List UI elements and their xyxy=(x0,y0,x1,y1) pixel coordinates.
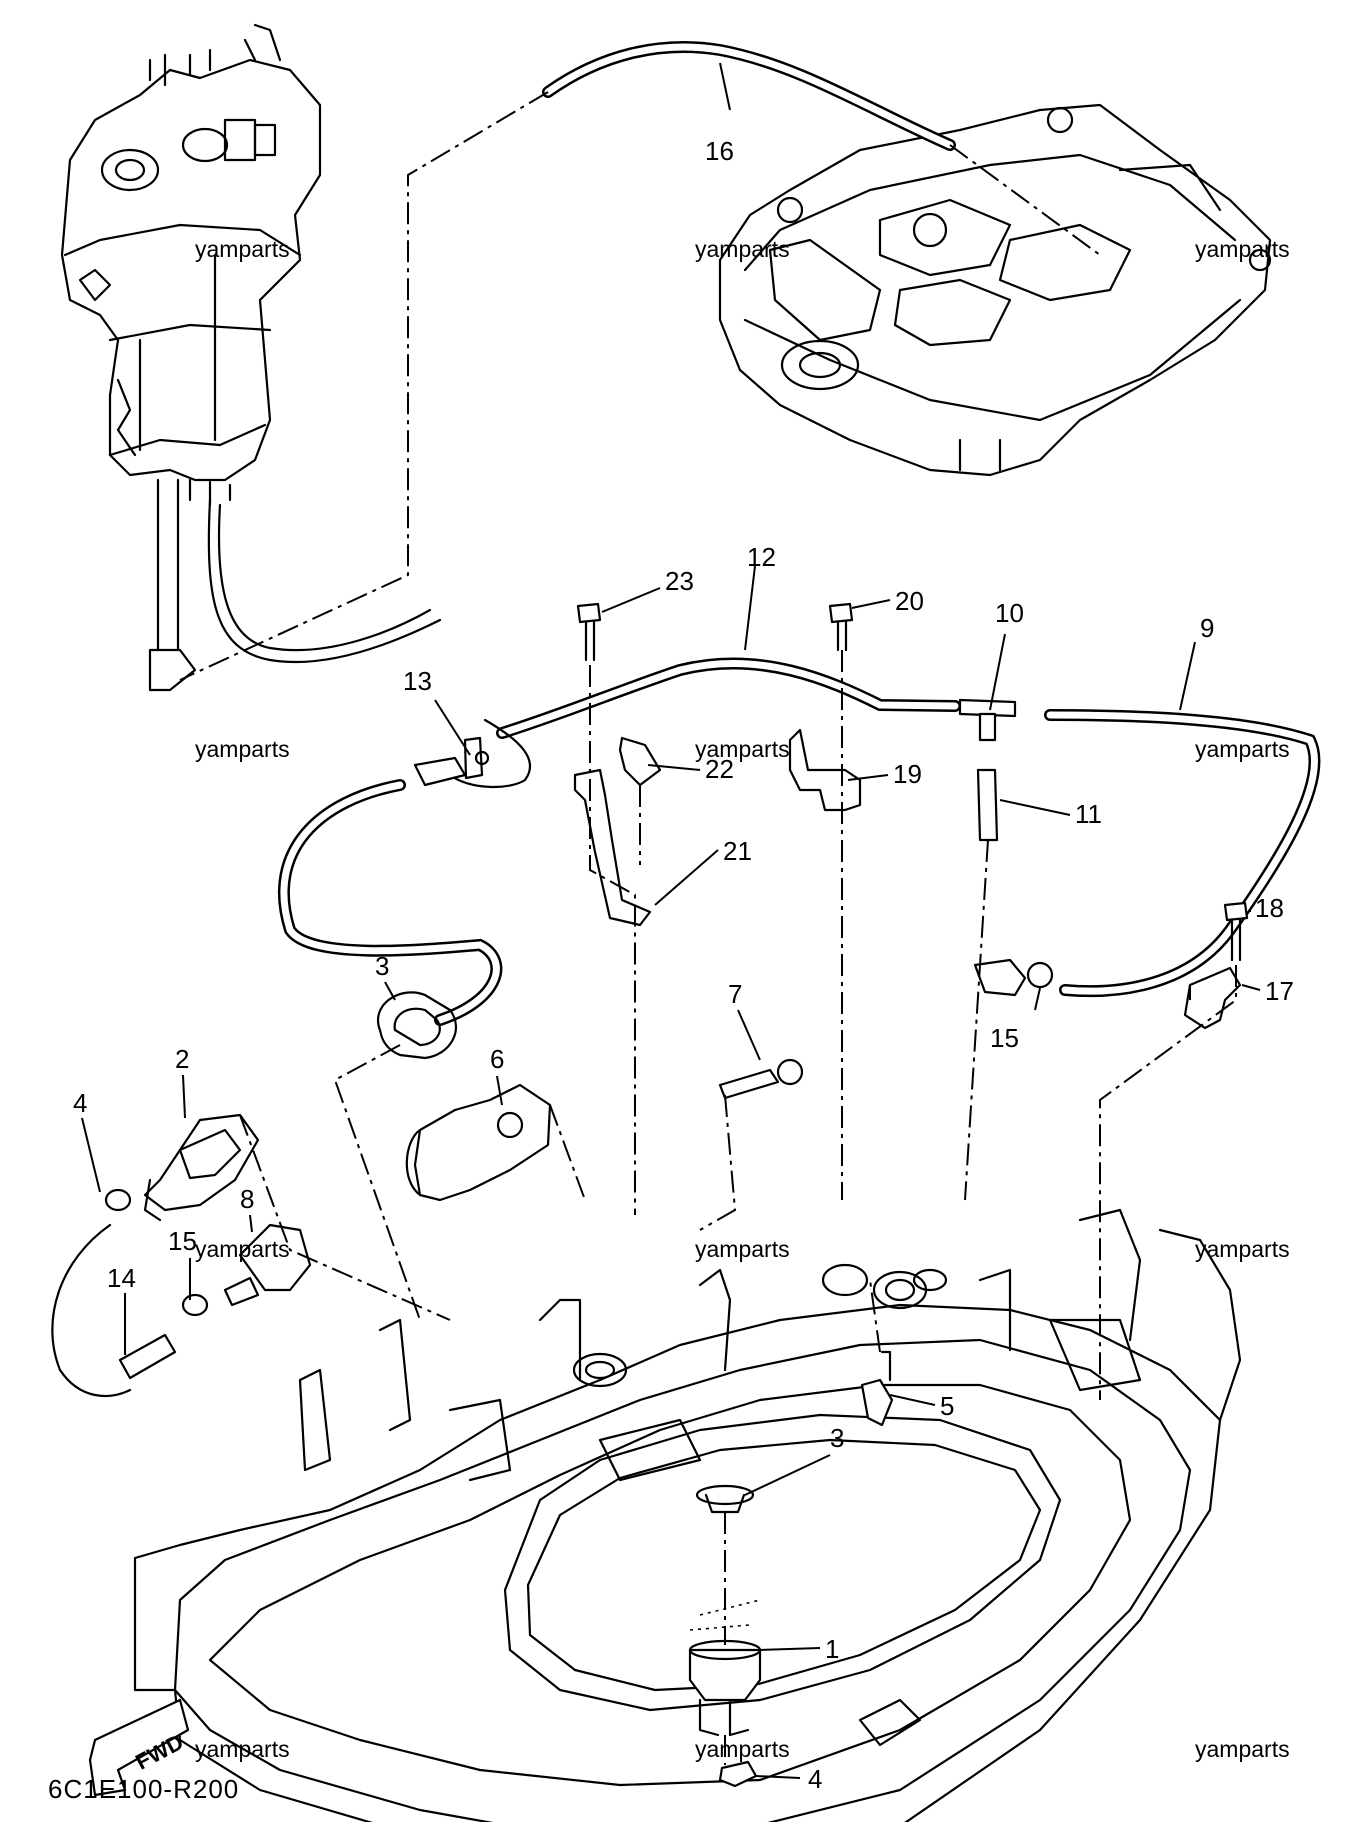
watermark-12: yamparts xyxy=(1195,1736,1290,1762)
hose-14 xyxy=(51,1223,177,1398)
clip-15-lower xyxy=(181,1293,209,1317)
callout-20: 20 xyxy=(895,586,924,616)
grommet-3-lower xyxy=(695,1484,755,1514)
grommet-8 xyxy=(223,1223,312,1307)
callout-8: 8 xyxy=(240,1184,254,1214)
callout-18: 18 xyxy=(1255,893,1284,923)
assembly-lines xyxy=(179,91,1237,1765)
screw-7 xyxy=(718,1058,804,1100)
watermark-7: yamparts xyxy=(195,1236,290,1262)
clamp-22 xyxy=(618,736,662,787)
callout-numbers: 16 12 23 20 10 9 13 22 19 11 21 18 17 15… xyxy=(73,136,1294,1794)
bolt-23 xyxy=(576,602,602,662)
callout-3-upper: 3 xyxy=(375,951,389,981)
watermark-11: yamparts xyxy=(695,1736,790,1762)
callout-1: 1 xyxy=(825,1634,839,1664)
hose-9 xyxy=(1044,709,1321,998)
watermark-5: yamparts xyxy=(695,736,790,762)
hose-16 xyxy=(542,40,956,151)
callout-15-right: 15 xyxy=(990,1023,1019,1053)
upper-mount-plate xyxy=(718,103,1272,477)
callout-23: 23 xyxy=(665,566,694,596)
joint-10 xyxy=(958,698,1017,742)
bottom-cowling xyxy=(133,1208,1242,1822)
watermarks: yamparts yamparts yamparts yamparts yamp… xyxy=(195,236,1290,1762)
callout-12: 12 xyxy=(747,542,776,572)
callout-7: 7 xyxy=(728,979,742,1009)
bracket-19 xyxy=(788,728,862,812)
callout-9: 9 xyxy=(1200,613,1214,643)
grommet-2 xyxy=(143,1113,260,1222)
watermark-10: yamparts xyxy=(195,1736,290,1762)
callout-4-left: 4 xyxy=(73,1088,87,1118)
callout-13: 13 xyxy=(403,666,432,696)
watermark-3: yamparts xyxy=(1195,236,1290,262)
clip-4-left xyxy=(104,1188,132,1212)
callout-15-left: 15 xyxy=(168,1226,197,1256)
hose-left-loop xyxy=(278,718,532,1026)
callout-22: 22 xyxy=(705,754,734,784)
callout-6: 6 xyxy=(490,1044,504,1074)
clamp-17 xyxy=(1183,966,1242,1030)
grommet-6 xyxy=(405,1083,552,1202)
bolt-20 xyxy=(828,602,854,652)
drain-plug-5 xyxy=(860,1350,894,1427)
watermark-6: yamparts xyxy=(1195,736,1290,762)
callout-4-bottom: 4 xyxy=(808,1764,822,1794)
watermark-9: yamparts xyxy=(1195,1236,1290,1262)
leader-lines xyxy=(81,62,1261,1779)
callout-19: 19 xyxy=(893,759,922,789)
watermark-2: yamparts xyxy=(695,236,790,262)
callout-11: 11 xyxy=(1075,799,1102,829)
diagram-code: 6C1E100-R200 xyxy=(48,1774,239,1804)
watermark-4: yamparts xyxy=(195,736,290,762)
hose-12 xyxy=(496,657,961,739)
joint-13 xyxy=(413,736,490,787)
grommet-1 xyxy=(688,1639,762,1737)
callout-21: 21 xyxy=(723,836,752,866)
grommet-3-upper xyxy=(377,991,457,1060)
callout-10: 10 xyxy=(995,598,1024,628)
bracket-21 xyxy=(573,768,652,927)
hose-11 xyxy=(976,768,999,842)
watermark-1: yamparts xyxy=(195,236,290,262)
vapor-separator-assembly xyxy=(60,23,442,692)
callout-3-lower: 3 xyxy=(830,1423,844,1453)
connector-left-15 xyxy=(973,958,1054,997)
watermark-8: yamparts xyxy=(695,1236,790,1262)
callout-17: 17 xyxy=(1265,976,1294,1006)
callout-16: 16 xyxy=(705,136,734,166)
callout-2: 2 xyxy=(175,1044,189,1074)
clip-4-bottom xyxy=(718,1760,758,1788)
bolt-18 xyxy=(1223,901,1249,962)
callout-14: 14 xyxy=(107,1263,136,1293)
callout-5: 5 xyxy=(940,1391,954,1421)
